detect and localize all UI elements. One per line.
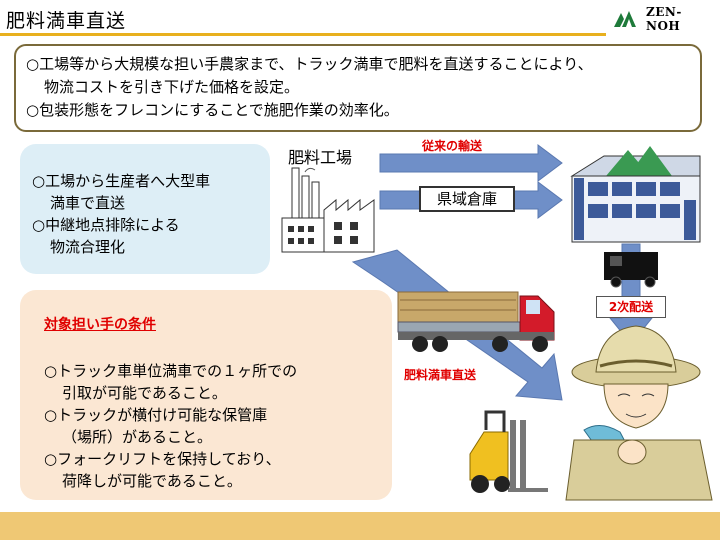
forklift-icon	[469, 410, 548, 493]
factory-label: 肥料工場	[288, 148, 353, 167]
benefit-2-line-1: ○中継地点排除による	[32, 216, 180, 234]
benefit-1-line-2: 満車で直送	[50, 194, 126, 212]
benefit-1-line-1: ○工場から生産者へ大型車	[32, 172, 211, 190]
conditions-title: 対象担い手の条件	[44, 317, 156, 333]
secondary-delivery-label: 2次配送	[596, 296, 666, 318]
benefit-2-line-2: 物流合理化	[50, 238, 126, 256]
agricultural-building-icon	[570, 146, 701, 243]
condition-2-line-1: ○トラックが横付け可能な保管庫	[44, 406, 268, 424]
benefits-box: ○工場から生産者へ大型車 満車で直送 ○中継地点排除による 物流合理化	[20, 144, 270, 274]
title-underline	[0, 33, 606, 36]
logo-text: ZEN-NOH	[645, 5, 682, 33]
traditional-transport-label: 従来の輸送	[422, 139, 483, 153]
condition-1-line-2: 引取が可能であること。	[62, 384, 227, 402]
condition-2-line-2: （場所）があること。	[62, 428, 213, 446]
condition-1-line-1: ○トラック車単位満車での１ヶ所での	[44, 362, 298, 380]
delivery-van-icon	[604, 252, 658, 288]
farmer-illustration	[565, 325, 713, 501]
factory-icon	[281, 159, 375, 253]
condition-3-line-1: ○フォークリフトを保持しており、	[44, 450, 281, 468]
summary-line-1: ○工場等から大規模な担い手農家まで、トラック満車で肥料を直送することにより、	[26, 55, 593, 73]
summary-box: ○工場等から大規模な担い手農家まで、トラック満車で肥料を直送することにより、 物…	[14, 44, 702, 132]
zen-noh-logo-icon	[613, 11, 636, 27]
summary-line-2: 物流コストを引き下げた価格を設定。	[44, 78, 300, 96]
page-title: 肥料満車直送	[6, 10, 127, 32]
conditions-box: 対象担い手の条件 ○トラック車単位満車での１ヶ所での 引取が可能であること。 ○…	[20, 290, 392, 500]
zen-noh-logo: ZEN-NOH	[612, 5, 716, 33]
condition-3-line-2: 荷降しが可能であること。	[62, 472, 242, 490]
traditional-route-arrow	[379, 144, 563, 182]
summary-line-3: ○包装形態をフレコンにすることで施肥作業の効率化。	[26, 101, 399, 119]
large-truck-icon	[397, 291, 555, 352]
footer-bar	[0, 512, 720, 540]
direct-delivery-label: 肥料満車直送	[404, 368, 477, 382]
prefectural-warehouse-box: 県域倉庫	[419, 186, 515, 212]
